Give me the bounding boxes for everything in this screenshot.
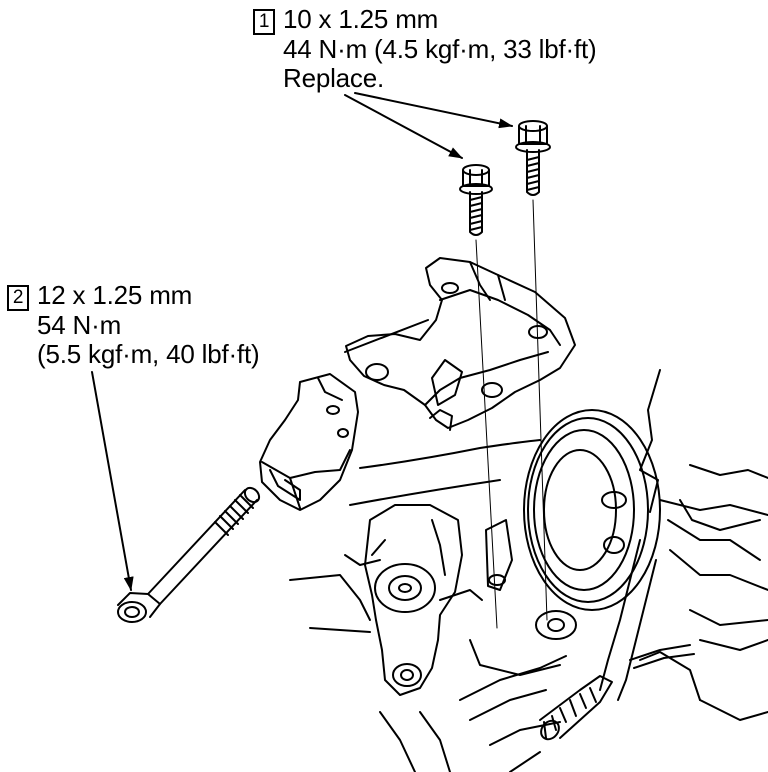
callout-bolt-1: 1 10 x 1.25 mm 44 N·m (4.5 kgf·m, 33 lbf·… — [253, 5, 597, 93]
callout-2-number: 2 — [7, 285, 29, 311]
callout-1-leaders — [344, 92, 513, 159]
crank-pulley — [523, 409, 661, 640]
leader-arrow-through-bolt — [91, 371, 134, 591]
rubber-mount — [259, 373, 359, 511]
engine-block — [599, 369, 768, 721]
through-bolt — [117, 486, 261, 623]
callout-2-heading: 2 12 x 1.25 mm — [7, 281, 259, 311]
callout-1-size: 10 x 1.25 mm — [283, 4, 439, 34]
callout-1-torque: 44 N·m (4.5 kgf·m, 33 lbf·ft) — [283, 34, 597, 64]
callout-2-size: 12 x 1.25 mm — [37, 280, 193, 310]
callout-1-number: 1 — [253, 9, 275, 35]
callout-2-torque: 54 N·m — [37, 310, 122, 340]
callout-1-note: Replace. — [283, 63, 385, 93]
flange-bolt-b — [515, 120, 551, 196]
flange-bolt-a — [459, 164, 493, 236]
leader-arrow-bolt-a — [344, 94, 463, 159]
engine-side-bracket — [364, 504, 463, 696]
locating-pin — [485, 519, 513, 591]
hoses — [459, 644, 695, 772]
callout-1-heading: 1 10 x 1.25 mm — [253, 5, 597, 35]
bolt-centerlines — [475, 199, 548, 629]
callout-bolt-2: 2 12 x 1.25 mm 54 N·m (5.5 kgf·m, 40 lbf·… — [7, 281, 260, 369]
leader-arrow-bolt-b — [354, 92, 513, 129]
subframe-outline — [289, 319, 561, 772]
mount-bracket — [345, 257, 576, 431]
callout-2-torque-alt: (5.5 kgf·m, 40 lbf·ft) — [37, 339, 260, 369]
